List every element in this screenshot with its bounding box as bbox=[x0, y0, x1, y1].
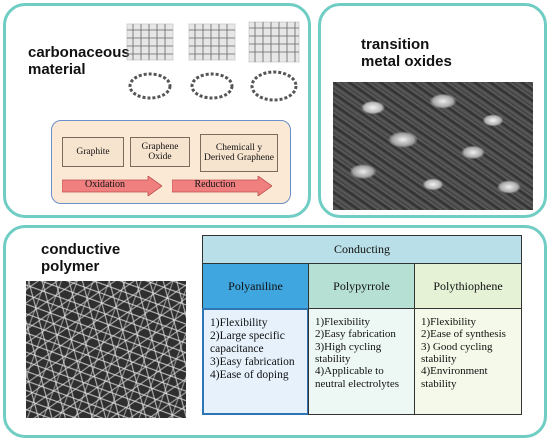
reduction-arrow bbox=[172, 176, 272, 196]
oxidation-label: Oxidation bbox=[85, 179, 125, 190]
column-header-polyaniline: Polyaniline bbox=[202, 263, 309, 309]
metal-oxide-sem-image bbox=[333, 82, 533, 210]
column-header-polypyrrole: Polypyrrole bbox=[308, 263, 415, 309]
flow-box-chemically-derived-graphene: Chemicall y Derived Graphene bbox=[200, 134, 278, 172]
carbonaceous-material-heading: carbonaceous material bbox=[28, 44, 130, 79]
polymer-fiber-sem-image bbox=[26, 281, 186, 418]
reduction-label: Reduction bbox=[194, 179, 236, 190]
transition-metal-oxides-panel: transition metal oxides bbox=[318, 3, 547, 218]
nanotube-2 bbox=[188, 23, 236, 100]
flow-box-graphene-oxide: Graphene Oxide bbox=[130, 137, 190, 167]
conductive-polymer-heading: conductive polymer bbox=[41, 241, 121, 276]
carbonaceous-material-panel: carbonaceous material Graphite Graphene … bbox=[3, 3, 311, 218]
properties-polythiophene: 1)Flexibility 2)Ease of synthesis 3) Goo… bbox=[414, 308, 522, 415]
flow-box-graphite: Graphite bbox=[62, 137, 124, 167]
properties-polypyrrole: 1)Flexibility 2)Easy fabrication 3)High … bbox=[308, 308, 415, 415]
carbon-nanostructure-illustration bbox=[126, 21, 300, 102]
conductive-polymer-panel: conductive polymer Conducting Polyanilin… bbox=[3, 225, 547, 438]
column-header-polythiophene: Polythiophene bbox=[414, 263, 522, 309]
oxidation-arrow bbox=[62, 176, 162, 196]
properties-polyaniline: 1)Flexibility 2)Large specific capacitan… bbox=[202, 308, 309, 415]
transition-metal-oxides-heading: transition metal oxides bbox=[361, 36, 452, 71]
nanotube-3 bbox=[248, 21, 300, 102]
nanotube-1 bbox=[126, 23, 174, 100]
table-title-conducting: Conducting bbox=[202, 235, 522, 264]
